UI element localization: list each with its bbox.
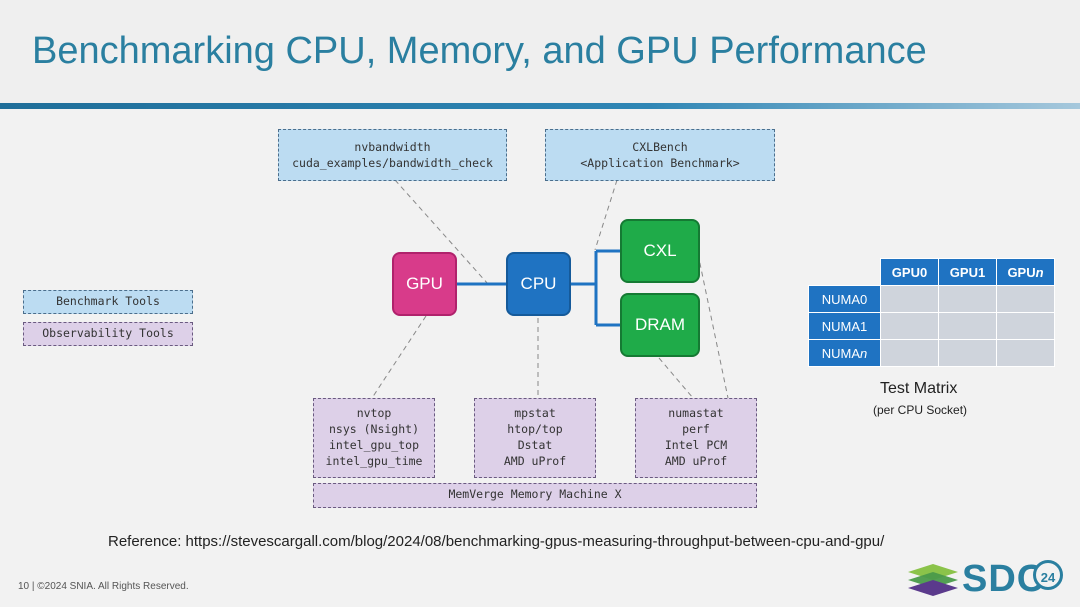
tool-label: htop/top (507, 422, 563, 436)
tool-label: CXLBench (632, 140, 688, 154)
tool-label: Dstat (517, 438, 553, 452)
cxl-node: CXL (620, 219, 700, 283)
matrix-column-header: GPU0 (880, 258, 939, 286)
dram-node: DRAM (620, 293, 700, 357)
matrix-cell (938, 285, 997, 313)
title-band (0, 0, 1080, 104)
tool-label: cuda_examples/bandwidth_check (292, 156, 493, 170)
gpu-node: GPU (392, 252, 457, 316)
tool-label: nvbandwidth (354, 140, 431, 154)
matrix-column-header: GPU1 (938, 258, 997, 286)
matrix-cell (938, 312, 997, 340)
memory-machine-box: MemVerge Memory Machine X (313, 483, 757, 508)
matrix-cell (996, 285, 1055, 313)
cxl-obs-connector (697, 253, 729, 399)
tool-label: numastat (668, 406, 724, 420)
tool-label: intel_gpu_time (325, 454, 423, 468)
legend-benchmark-tools: Benchmark Tools (23, 290, 193, 314)
matrix-row-header: NUMA1 (808, 312, 881, 340)
matrix-caption: Test Matrix (880, 380, 958, 397)
tool-label: Intel PCM (664, 438, 728, 452)
matrix-cell (996, 312, 1055, 340)
cxl-tools-connector (594, 179, 618, 251)
matrix-corner (809, 259, 881, 286)
gpu-benchmark-box: nvbandwidth cuda_examples/bandwidth_chec… (278, 129, 507, 181)
sdc-logo: SDC 24 (906, 558, 1070, 600)
matrix-row-header: NUMAn (808, 339, 881, 367)
copyright-footer: 10 | ©2024 SNIA. All Rights Reserved. (18, 581, 189, 592)
tool-label: AMD uProf (503, 454, 567, 468)
cxl-benchmark-box: CXLBench <Application Benchmark> (545, 129, 775, 181)
matrix-column-header: GPUn (996, 258, 1055, 286)
tool-label: intel_gpu_top (328, 438, 419, 452)
cpu-observability-box: mpstat htop/top Dstat AMD uProf (474, 398, 596, 478)
matrix-row: NUMA1 (808, 312, 1055, 340)
memory-observability-box: numastat perf Intel PCM AMD uProf (635, 398, 757, 478)
matrix-row: NUMAn (808, 339, 1055, 367)
matrix-cell (880, 312, 939, 340)
tool-label: <Application Benchmark> (580, 156, 740, 170)
title-rule (0, 103, 1080, 109)
slide-title: Benchmarking CPU, Memory, and GPU Perfor… (32, 30, 927, 72)
matrix-cell (880, 339, 939, 367)
cpu-node: CPU (506, 252, 571, 316)
tool-label: nvtop (356, 406, 392, 420)
logo-text: SDC (962, 558, 1046, 600)
test-matrix-table: GPU0 GPU1 GPUn NUMA0 NUMA1 NUMAn (808, 258, 1055, 367)
matrix-row-header: NUMA0 (808, 285, 881, 313)
gpu-obs-connector (371, 315, 427, 399)
matrix-subcaption: (per CPU Socket) (873, 403, 968, 417)
tool-label: AMD uProf (664, 454, 728, 468)
matrix-cell (996, 339, 1055, 367)
legend-observability-tools: Observability Tools (23, 322, 193, 346)
dram-obs-connector (658, 357, 694, 399)
logo-badge: 24 (1033, 560, 1063, 590)
tool-label: nsys (Nsight) (328, 422, 419, 436)
matrix-header-row: GPU0 GPU1 GPUn (809, 258, 1055, 286)
layers-icon (908, 564, 958, 596)
tool-label: perf (682, 422, 710, 436)
gpu-observability-box: nvtop nsys (Nsight) intel_gpu_top intel_… (313, 398, 435, 478)
matrix-row: NUMA0 (808, 285, 1055, 313)
matrix-cell (938, 339, 997, 367)
reference-link[interactable]: Reference: https://stevescargall.com/blo… (108, 533, 885, 550)
tool-label: mpstat (514, 406, 556, 420)
matrix-cell (880, 285, 939, 313)
